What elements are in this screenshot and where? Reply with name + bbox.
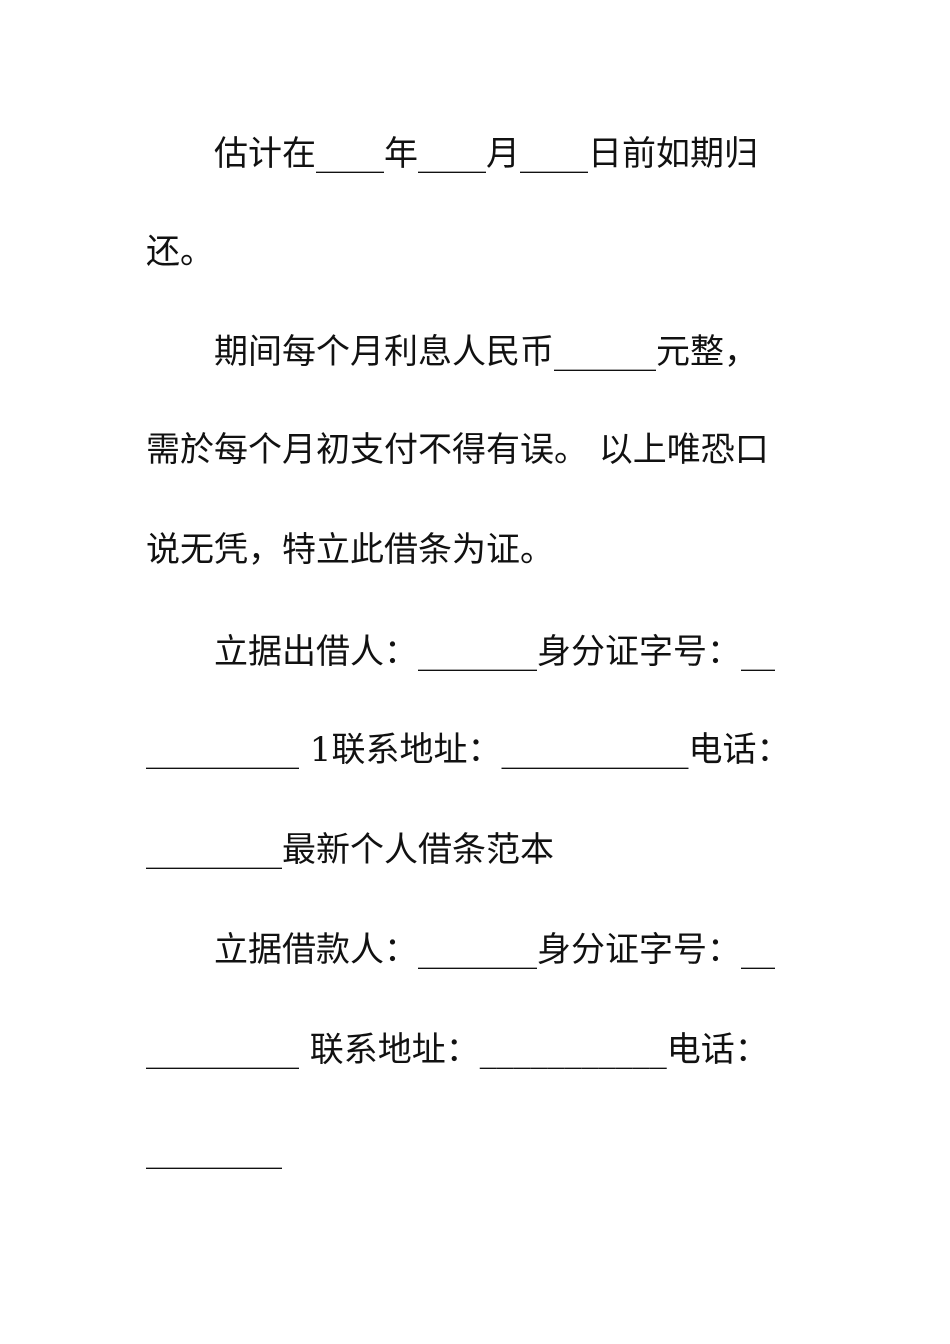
proof-statement-line: 说无凭，特立此借条为证。 bbox=[146, 530, 554, 570]
payment-terms-line: 需於每个月初支付不得有误。 以上唯恐口 bbox=[146, 430, 769, 470]
borrower-contact-line: _________ 联系地址：___________电话： bbox=[146, 1030, 769, 1070]
repayment-date-line: 估计在____年____月____日前如期归 bbox=[214, 134, 758, 174]
borrower-line: 立据借款人：_______身分证字号：__ bbox=[214, 930, 775, 970]
borrower-phone-line: ________ bbox=[146, 1130, 282, 1170]
lender-phone-line: ________最新个人借条范本 bbox=[146, 830, 554, 870]
lender-contact-line: _________ 1联系地址：___________电话： bbox=[146, 730, 791, 770]
monthly-interest-line: 期间每个月利息人民币______元整， bbox=[214, 332, 758, 372]
lender-line: 立据出借人：_______身分证字号：__ bbox=[214, 632, 775, 672]
repayment-date-line-end: 还。 bbox=[146, 232, 214, 272]
